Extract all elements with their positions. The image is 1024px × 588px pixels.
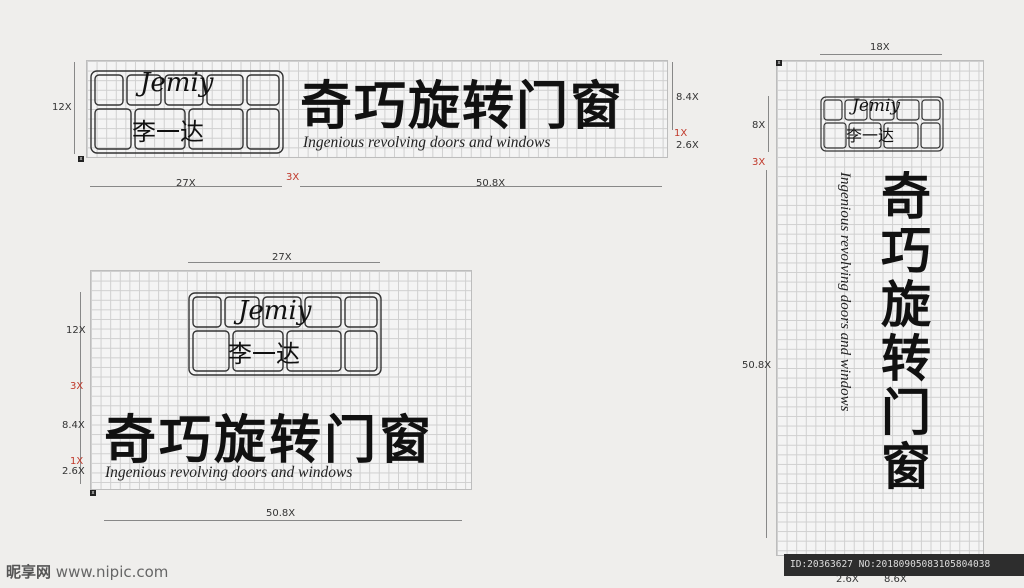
- corner-mark: x: [90, 490, 96, 496]
- vertical-layout-grid: [776, 60, 984, 556]
- dim-line: [74, 62, 75, 154]
- logo-window-frame: [820, 96, 944, 152]
- watermark: 昵享网 www.nipic.com: [6, 561, 168, 582]
- brand-name-cn: 奇巧旋转门窗: [873, 170, 932, 494]
- corner-mark: x: [78, 156, 84, 162]
- corner-mark: x: [776, 60, 782, 66]
- dim-line: [766, 170, 767, 538]
- logo-signature: Jemiy: [852, 96, 901, 116]
- dim-width: 18X: [870, 42, 890, 53]
- dim-height: 12X: [52, 102, 72, 113]
- dim-en-height: 2.6X: [676, 140, 699, 151]
- dim-line: [90, 186, 282, 187]
- brand-name-en: Ingenious revolving doors and windows: [105, 464, 353, 481]
- dim-en-width: 2.6X: [836, 574, 859, 585]
- dim-en-height: 2.6X: [62, 466, 85, 477]
- dim-gap-small: 1X: [70, 456, 84, 467]
- dim-cn-height: 8.4X: [62, 420, 85, 431]
- dim-gap: 3X: [70, 381, 84, 392]
- watermark-brand: 昵享网: [6, 563, 52, 581]
- logo-name: 李一达: [228, 340, 300, 368]
- dim-line: [768, 96, 769, 152]
- dim-gap: 3X: [286, 172, 300, 183]
- watermark-url: www.nipic.com: [55, 563, 169, 581]
- brand-name-cn: 奇巧旋转门窗: [300, 76, 625, 137]
- brand-name-en: Ingenious revolving doors and windows: [303, 134, 551, 151]
- dim-cn-width: 8.6X: [884, 574, 907, 585]
- image-id-bar: ID:20363627 NO:20180905083105804038: [784, 554, 1024, 576]
- logo-signature: Jemiy: [238, 296, 312, 326]
- brand-name-cn: 奇巧旋转门窗: [104, 410, 435, 471]
- logo-window-frame: [90, 70, 284, 154]
- dim-line: [300, 186, 662, 187]
- brand-name-en: Ingenious revolving doors and windows: [837, 172, 853, 412]
- dim-text-height: 50.8X: [742, 360, 772, 371]
- dim-line: [188, 262, 380, 263]
- dim-logo-height: 8X: [752, 120, 766, 131]
- logo-window-frame: [188, 292, 382, 376]
- dim-text-width: 50.8X: [266, 508, 296, 519]
- dim-gap: 3X: [752, 157, 766, 168]
- dim-line: [80, 292, 81, 484]
- dim-logo-width: 27X: [176, 178, 196, 189]
- logo-signature: Jemiy: [140, 68, 214, 98]
- logo-name: 李一达: [132, 118, 204, 146]
- dim-line: [104, 520, 462, 521]
- dim-logo-height: 12X: [66, 325, 86, 336]
- dim-logo-width: 27X: [272, 252, 292, 263]
- dim-cn-height: 8.4X: [676, 92, 699, 103]
- dim-line: [672, 62, 673, 130]
- dim-line: [820, 54, 942, 55]
- dim-gap-small: 1X: [674, 128, 688, 139]
- dim-text-width: 50.8X: [476, 178, 506, 189]
- logo-name: 李一达: [846, 126, 895, 145]
- stacked-layout-grid: [90, 270, 472, 490]
- horizontal-layout-grid: [86, 60, 668, 158]
